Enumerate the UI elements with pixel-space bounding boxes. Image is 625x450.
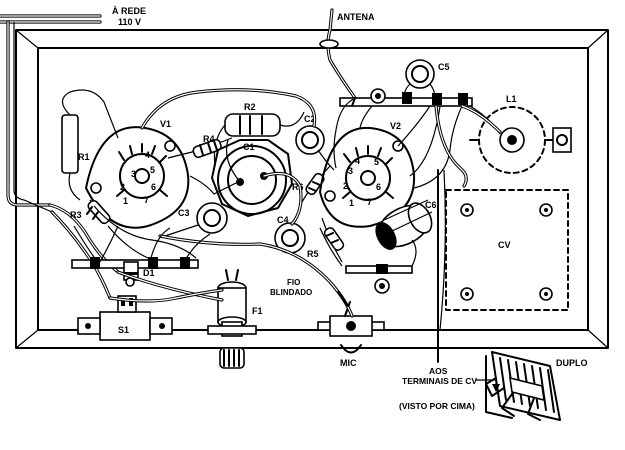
v2-label: V2 <box>390 121 401 131</box>
coil-l1 <box>469 105 572 174</box>
v1-pin-6: 6 <box>151 182 156 192</box>
s1-label: S1 <box>118 325 129 335</box>
c5-label: C5 <box>438 62 450 72</box>
valve-socket-v1 <box>85 126 190 229</box>
capacitor-c5 <box>404 59 436 99</box>
cv-terminals-label-2: TERMINAIS DE CV <box>402 376 477 386</box>
v2-pin-6: 6 <box>376 182 381 192</box>
chassis <box>15 29 609 349</box>
capacitor-c1 <box>211 139 293 217</box>
v1-pin-3: 3 <box>131 169 136 179</box>
terminal-strip-bottom-right <box>345 264 413 294</box>
resistor-r4 <box>167 137 233 159</box>
shielded-wire-label-2: BLINDADO <box>270 288 312 297</box>
v2-pin-2: 2 <box>343 181 348 191</box>
callout-arrow <box>476 379 497 384</box>
v1-pin-1: 1 <box>123 196 128 206</box>
wiring <box>73 88 502 363</box>
antenna-label: ANTENA <box>337 12 375 22</box>
capacitor-c3 <box>164 202 228 237</box>
mic-label: MIC <box>340 358 357 368</box>
v2-pin-7: 7 <box>367 197 372 207</box>
f1-label: F1 <box>252 306 263 316</box>
dual-label: DUPLO <box>556 358 588 368</box>
capacitor-c4 <box>274 222 306 254</box>
dual-cv-inset <box>485 351 561 421</box>
capacitor-c2 <box>295 125 335 171</box>
r1-label: R1 <box>78 152 90 162</box>
switch-s1 <box>77 295 173 341</box>
resistor-r2 <box>213 111 305 166</box>
callout-arrowhead <box>492 384 500 392</box>
v1-pin-7: 7 <box>144 195 149 205</box>
capacitor-c6 <box>375 199 433 250</box>
resistor-r5 <box>321 217 345 263</box>
cv-label: CV <box>498 240 511 250</box>
variable-capacitor-cv <box>445 189 569 311</box>
valve-socket-v2 <box>319 126 416 228</box>
c4-label: C4 <box>277 215 289 225</box>
v2-pin-5: 5 <box>374 157 379 167</box>
r4-label: R4 <box>203 134 215 144</box>
v1-pin-5: 5 <box>150 165 155 175</box>
mains-label: À REDE <box>112 6 146 16</box>
mains-cable <box>0 14 120 300</box>
cv-terminals-label-1: AOS <box>429 366 448 376</box>
r3-label: R3 <box>70 210 82 220</box>
v1-label: V1 <box>160 119 171 129</box>
fuse-f1 <box>207 269 257 369</box>
c2-label: C2 <box>304 114 316 124</box>
c3-label: C3 <box>178 208 190 218</box>
c6-label: C6 <box>425 200 437 210</box>
v2-pin-1: 1 <box>349 198 354 208</box>
r6-label: R6 <box>292 182 304 192</box>
mic-jack <box>317 301 385 354</box>
c1-label: C1 <box>243 142 255 152</box>
l1-label: L1 <box>506 94 517 104</box>
shielded-wire-label-1: FIO <box>287 278 300 287</box>
v1-pin-2: 2 <box>120 182 125 192</box>
top-view-label: (VISTO POR CIMA) <box>399 401 475 411</box>
d1-label: D1 <box>143 268 155 278</box>
shielded-wire <box>158 234 354 318</box>
resistor-r1 <box>61 89 119 201</box>
r2-label: R2 <box>244 102 256 112</box>
mains-voltage-label: 110 V <box>118 17 141 27</box>
v2-pin-4: 4 <box>355 156 360 166</box>
v2-pin-3: 3 <box>348 166 353 176</box>
antenna-wire <box>319 8 357 100</box>
v1-pin-4: 4 <box>145 150 150 160</box>
r5-label: R5 <box>307 249 319 259</box>
